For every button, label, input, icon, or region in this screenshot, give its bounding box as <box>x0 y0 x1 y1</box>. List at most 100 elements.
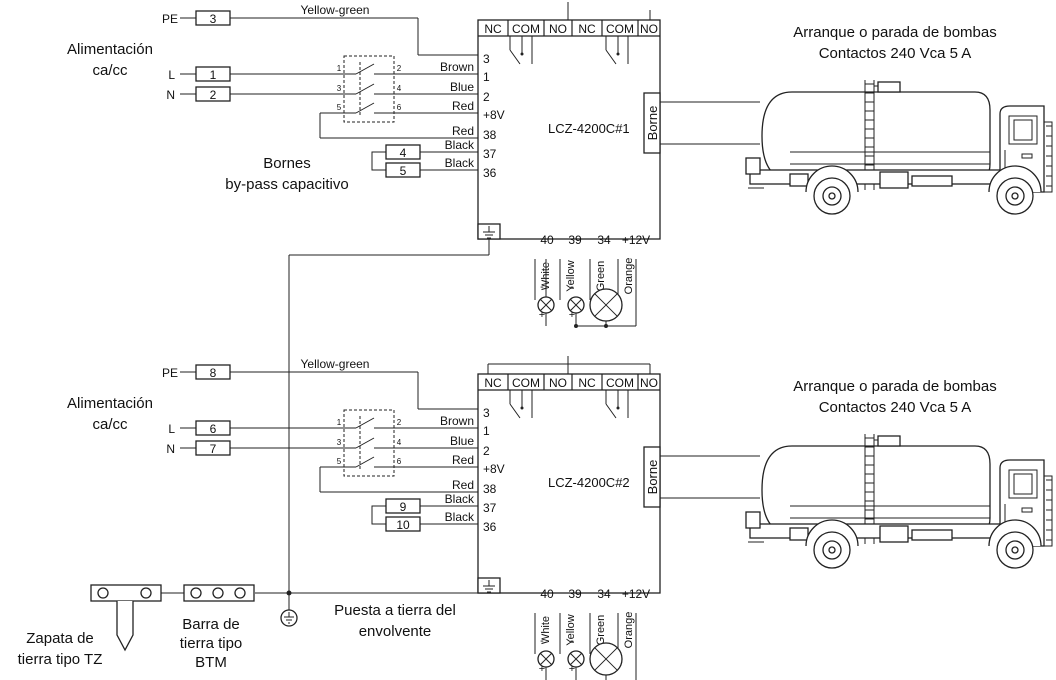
pin-label: 3 <box>483 52 490 66</box>
l-label: L <box>168 68 175 82</box>
contact-label-0: NC <box>484 22 502 36</box>
wire-label: Black <box>445 510 475 524</box>
switch-pin: 1 <box>337 64 342 73</box>
zapata-label: Zapata de <box>26 630 94 647</box>
bottom-pin: 39 <box>568 233 582 247</box>
barra-label: Barra de <box>182 616 240 633</box>
module-name: LCZ-4200C#2 <box>548 475 630 490</box>
wire-label: Red <box>452 453 474 467</box>
polarity: + <box>569 663 575 675</box>
switch-pin: 2 <box>397 418 402 427</box>
wire-label: Black <box>445 492 475 506</box>
yellow-green-label: Yellow-green <box>301 357 370 371</box>
ground-symbol-icon <box>280 609 298 627</box>
contact-label-4: COM <box>606 22 634 36</box>
terminal-number: 10 <box>396 518 410 532</box>
wire-label: Black <box>445 138 475 152</box>
terminal-number: 8 <box>210 366 217 380</box>
wire-label-bottom: Orange <box>623 258 635 295</box>
power-label: ca/cc <box>92 62 128 79</box>
wire-label: Brown <box>440 414 474 428</box>
ground-network: Zapata de tierra tipo TZ Barra de tierra ti… <box>18 239 490 671</box>
pin-label: 37 <box>483 501 497 515</box>
switch-pin: 6 <box>397 457 402 466</box>
bottom-pin: 40 <box>540 587 554 601</box>
borne-box <box>643 446 661 508</box>
zapata-label: tierra tipo TZ <box>18 651 103 668</box>
pe-label: PE <box>162 12 178 26</box>
polarity: - <box>540 635 544 647</box>
barra-label: tierra tipo <box>180 635 243 652</box>
pin-label: 36 <box>483 520 497 534</box>
polarity: - <box>570 281 574 293</box>
switch-pin: 5 <box>337 457 342 466</box>
switch-pin: 3 <box>337 438 342 447</box>
pump-label: Contactos 240 Vca 5 A <box>819 45 972 62</box>
pump-label: Arranque o parada de bombas <box>793 378 996 395</box>
pump-label: Arranque o parada de bombas <box>793 24 996 41</box>
pin-label: 36 <box>483 166 497 180</box>
wire-label: Blue <box>450 434 474 448</box>
switch-pin: 3 <box>337 84 342 93</box>
wire-label-bottom: Yellow <box>565 260 577 291</box>
terminal-number: 7 <box>210 442 217 456</box>
contact-label-2: NO <box>549 22 567 36</box>
bottom-pin: +12V <box>622 587 650 601</box>
terminal-number: 3 <box>210 12 217 26</box>
wire-label-bottom: Yellow <box>565 614 577 645</box>
bottom-pin: 34 <box>597 233 611 247</box>
switch-block <box>343 55 395 123</box>
contact-label-1: COM <box>512 376 540 390</box>
polarity: + <box>569 309 575 321</box>
polarity: - <box>540 281 544 293</box>
terminal-number: 6 <box>210 422 217 436</box>
polarity: + <box>539 309 545 321</box>
wire-label: Red <box>452 124 474 138</box>
puesta-label: envolvente <box>359 623 432 640</box>
polarity: - <box>570 635 574 647</box>
borne-box <box>643 92 661 154</box>
terminal-number: 2 <box>210 88 217 102</box>
contact-label-2: NO <box>549 376 567 390</box>
wire-label-bottom: Orange <box>623 612 635 649</box>
pin-label: 2 <box>483 444 490 458</box>
n-label: N <box>166 88 175 102</box>
switch-block <box>343 409 395 477</box>
switch-pin: 1 <box>337 418 342 427</box>
bottom-pin: 39 <box>568 587 582 601</box>
switch-pin: 4 <box>397 438 402 447</box>
terminal-number: 1 <box>210 68 217 82</box>
bypass-label: Bornes <box>263 155 311 172</box>
pin-label: +8V <box>483 108 505 122</box>
contact-label-3: NC <box>578 22 596 36</box>
pe-label: PE <box>162 366 178 380</box>
terminal-number: 5 <box>400 164 407 178</box>
polarity: + <box>539 663 545 675</box>
pin-label: 3 <box>483 406 490 420</box>
pin-label: 38 <box>483 128 497 142</box>
wire-label-bottom: Green <box>595 261 607 292</box>
contact-label-5: NO <box>640 22 658 36</box>
pin-label: 38 <box>483 482 497 496</box>
barra-label: BTM <box>195 654 227 671</box>
contact-label-4: COM <box>606 376 634 390</box>
power-label: Alimentación <box>67 395 153 412</box>
terminal-number: 4 <box>400 146 407 160</box>
bypass-label: by-pass capacitivo <box>225 176 348 193</box>
contact-label-5: NO <box>640 376 658 390</box>
pin-label: 37 <box>483 147 497 161</box>
borne-label: Borne <box>645 460 660 495</box>
borne-label: Borne <box>645 106 660 141</box>
pump-label: Contactos 240 Vca 5 A <box>819 399 972 416</box>
n-label: N <box>166 442 175 456</box>
contact-label-0: NC <box>484 376 502 390</box>
contact-label-1: COM <box>512 22 540 36</box>
wire-label: Red <box>452 99 474 113</box>
pin-label: +8V <box>483 462 505 476</box>
bottom-pin: +12V <box>622 233 650 247</box>
power-label: ca/cc <box>92 416 128 433</box>
wire-label: Brown <box>440 60 474 74</box>
